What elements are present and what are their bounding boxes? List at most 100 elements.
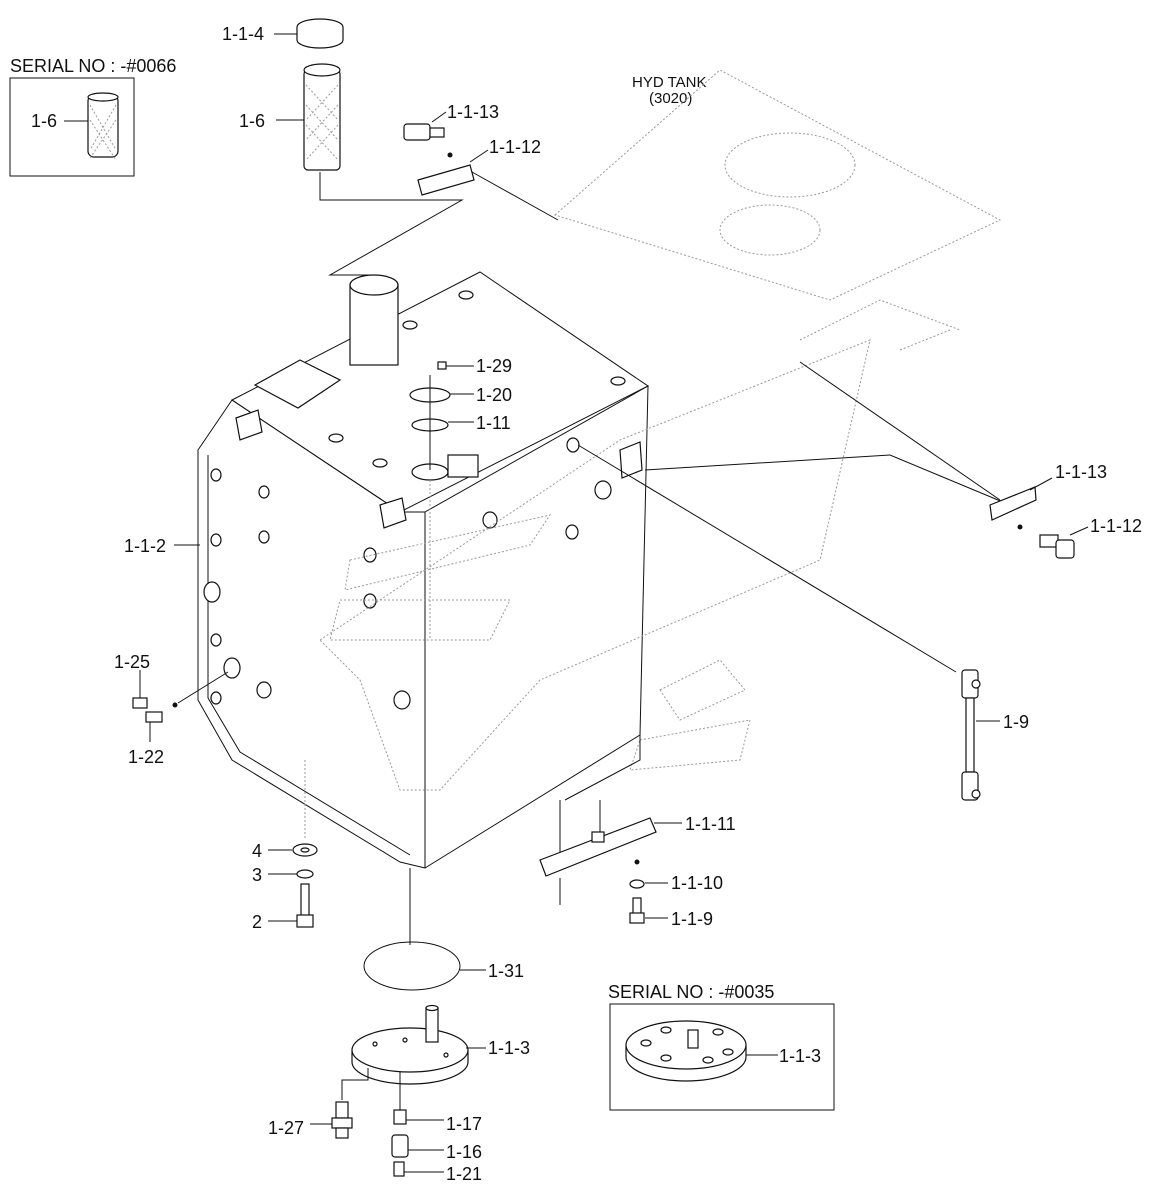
bracket-plate [539,817,657,877]
cover-icon [351,1027,469,1073]
bolt-head [629,912,645,924]
fitting-1-17-icon [393,1109,407,1125]
callout-4: 4 [252,841,262,861]
inset-part-label: 1-1-3 [779,1046,821,1066]
cap-1-1-4: 1-1-4 [222,18,344,49]
side-boss [482,511,498,529]
fitting-icon [1039,534,1059,548]
ghost-port [719,204,821,256]
oring-icon [363,941,461,991]
callout-1-17: 1-17 [446,1114,482,1134]
bracket-1-1-11: 1-1-11 1-1-10 1-1-9 [539,735,736,929]
cover-fittings: 1-27 1-17 1-16 1-21 [268,1068,482,1184]
strainer-top [87,92,119,102]
bracket [379,497,407,529]
plug-icon [132,697,148,709]
dot-icon [634,859,640,865]
side-boss [210,468,222,482]
watermark-bars [329,514,552,641]
gauge-bolt [971,679,981,689]
watermark-chevron [319,339,871,791]
callout-3: 3 [252,865,262,885]
inset-serial-0066: SERIAL NO : -#0066 1-6 [9,56,176,177]
callout-1-16: 1-16 [446,1142,482,1162]
assembly-line [799,361,1001,501]
callout-1-1-12-right: 1-1-12 [1090,516,1142,536]
bracket-1-1-13-right: 1-1-13 [644,361,1107,530]
callout-1-27: 1-27 [268,1118,304,1138]
dot-icon [172,702,178,708]
bolt-2-icon [300,883,310,917]
cap-body [296,27,344,49]
callout-1-25: 1-25 [114,652,150,672]
callout-1-11: 1-11 [476,413,511,433]
filler-neck [349,284,399,366]
fitting-1-1-13-top: 1-1-13 [403,102,499,158]
cover-hole [660,1026,672,1034]
tank-right-face [424,385,649,869]
cover-hole [372,1041,378,1047]
filler-neck-top [349,274,399,296]
reference-label-line1: HYD TANK [632,74,706,91]
cover-pipe [425,1007,439,1043]
leader [1029,477,1053,491]
side-boss [203,581,221,603]
cover-hole [660,1054,672,1062]
bolt-2-head [296,914,314,928]
gauge-callouts: 1-29 1-20 1-11 [437,356,512,433]
strainer-icon [87,94,119,158]
top-boss [372,458,388,468]
bracket-plate [989,486,1037,521]
ghost-tank-top [553,69,1002,301]
side-boss [210,633,222,647]
leader [431,111,447,123]
bracket-nut [591,831,605,843]
top-boss [402,320,418,330]
assembly-line [341,1068,369,1100]
inset-frame [609,1003,835,1111]
fitting-icon [403,123,431,141]
callout-1-1-10: 1-1-10 [671,873,723,893]
callout-1-1-11: 1-1-11 [685,814,736,834]
side-boss [210,533,222,547]
strainer-icon [303,69,341,171]
side-boss [223,657,241,679]
cover-pipe-top [425,1004,439,1012]
side-boss [393,690,411,710]
inset-serial-0035: SERIAL NO : -#0035 1-1-3 [608,982,835,1111]
strainer-1-6: 1-6 [239,63,464,276]
cover-hole [702,1056,714,1064]
callout-1-6: 1-6 [239,111,265,131]
callout-1-21: 1-21 [446,1164,482,1184]
callout-1-1-13-top: 1-1-13 [447,102,499,122]
callout-1-22: 1-22 [128,747,164,767]
cover-pipe [687,1029,699,1049]
callout-1-31: 1-31 [488,961,524,981]
fitting-1-27-icon [335,1101,349,1119]
bracket-plate [417,164,475,196]
access-cover [253,359,342,409]
callout-1-1-4: 1-1-4 [222,24,264,44]
cover-hole [402,1037,408,1043]
callout-2: 2 [252,912,262,932]
fitting-1-27-base [335,1127,349,1139]
gauge-bolt [971,789,981,799]
callout-1-1-9: 1-1-9 [671,909,713,929]
reference-label-line2: (3020) [649,90,692,107]
bracket [235,409,263,441]
fitting-nipple [429,127,445,138]
side-boss [565,524,579,540]
cover-hole [712,1028,724,1036]
callout-1-29: 1-29 [476,356,512,376]
callout-1-1-13-right: 1-1-13 [1055,462,1107,482]
bracket [619,441,643,479]
mount-hardware: 4 3 2 [252,760,318,932]
leader [1069,526,1089,536]
gauge-tube [965,697,975,773]
bolt-icon [632,897,642,915]
assembly-line [319,172,464,276]
washer-hole [300,847,310,853]
dot-icon [447,152,453,158]
callout-1-9: 1-9 [1003,712,1029,732]
inset-serial-label: SERIAL NO : -#0035 [608,982,774,1002]
